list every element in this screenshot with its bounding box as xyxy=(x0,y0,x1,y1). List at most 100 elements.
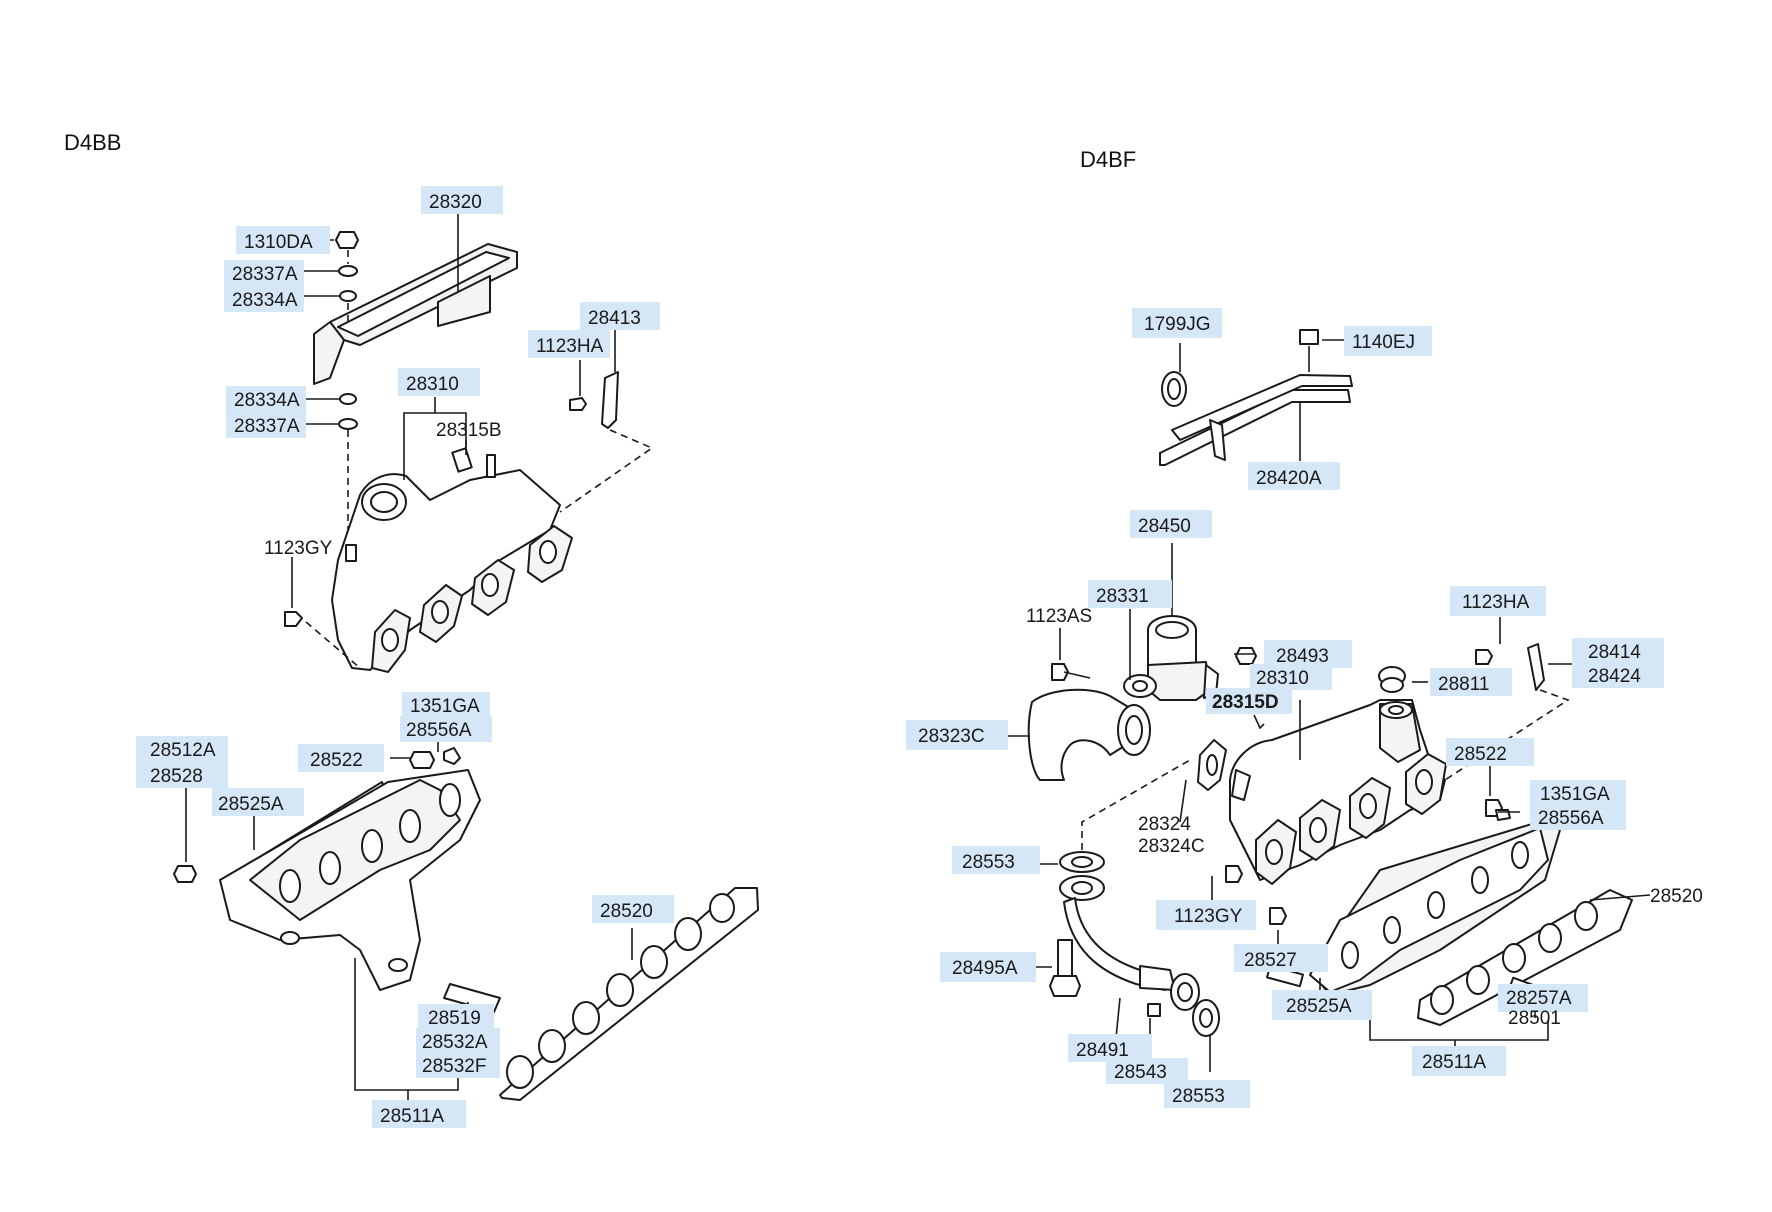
part-label-28310-right[interactable]: 28310 xyxy=(1256,668,1309,689)
label-bg xyxy=(1250,664,1332,690)
label-bg xyxy=(952,846,1040,874)
part-label-28525A[interactable]: 28525A xyxy=(218,794,284,815)
part-label-28522[interactable]: 28522 xyxy=(310,750,363,771)
part-label-28543[interactable]: 28543 xyxy=(1114,1062,1167,1083)
label-bg xyxy=(224,260,304,286)
part-label-28331[interactable]: 28331 xyxy=(1096,586,1149,607)
part-label-28511A-left[interactable]: 28511A xyxy=(380,1106,444,1127)
part-label-28450[interactable]: 28450 xyxy=(1138,516,1191,537)
d4bf-egr-pipe-elbow xyxy=(1027,663,1157,781)
part-label-28528[interactable]: 28528 xyxy=(150,766,203,787)
part-label-28501[interactable]: 28501 xyxy=(1508,1008,1561,1029)
d4bb-exhaust-gasket xyxy=(499,887,759,1101)
label-bg xyxy=(226,412,306,438)
label-bg xyxy=(906,720,1008,750)
part-label-1123HA[interactable]: 1123HA xyxy=(536,336,604,357)
d4bb-exhaust-manifold xyxy=(173,747,501,1013)
part-label-28424[interactable]: 28424 xyxy=(1588,666,1641,687)
part-label-28334A-upper[interactable]: 28334A xyxy=(232,290,298,311)
label-bg xyxy=(1530,780,1626,806)
part-label-1799JG[interactable]: 1799JG xyxy=(1144,314,1211,335)
label-bg xyxy=(1344,326,1432,356)
label-bg xyxy=(136,736,228,762)
label-bg xyxy=(1248,462,1340,490)
part-label-1140EJ[interactable]: 1140EJ xyxy=(1352,332,1415,353)
part-label-28525A-right[interactable]: 28525A xyxy=(1286,996,1352,1017)
label-bg xyxy=(528,330,610,358)
label-bg xyxy=(592,895,674,923)
label-bg xyxy=(372,1100,466,1128)
label-bg xyxy=(1156,900,1256,930)
part-label-28320[interactable]: 28320 xyxy=(429,192,482,213)
part-label-28413[interactable]: 28413 xyxy=(588,308,641,329)
part-label-28532F[interactable]: 28532F xyxy=(422,1056,486,1077)
label-bg xyxy=(224,286,304,312)
part-label-28324C[interactable]: 28324C xyxy=(1138,836,1205,857)
label-bg xyxy=(1132,308,1222,338)
label-bg xyxy=(402,692,490,718)
part-label-28527[interactable]: 28527 xyxy=(1244,950,1297,971)
part-label-28556A[interactable]: 28556A xyxy=(406,720,472,741)
part-label-1351GA-right[interactable]: 1351GA xyxy=(1540,784,1610,805)
label-bg xyxy=(1572,638,1664,664)
part-label-28522-right[interactable]: 28522 xyxy=(1454,744,1507,765)
part-label-28520-right[interactable]: 28520 xyxy=(1650,886,1703,907)
part-label-28315D[interactable]: 28315D xyxy=(1212,692,1279,713)
label-bg xyxy=(136,762,228,788)
label-bg xyxy=(421,186,503,214)
d4bf-egr-pipe xyxy=(1049,759,1220,1037)
part-label-1351GA[interactable]: 1351GA xyxy=(410,696,480,717)
part-label-28337A-upper[interactable]: 28337A xyxy=(232,264,298,285)
label-bg xyxy=(1530,804,1626,830)
label-bg xyxy=(416,1028,500,1054)
part-label-28553-upper[interactable]: 28553 xyxy=(962,852,1015,873)
part-label-28556A-right[interactable]: 28556A xyxy=(1538,808,1604,829)
part-label-28519[interactable]: 28519 xyxy=(428,1008,481,1029)
label-bg xyxy=(298,744,384,772)
part-label-28310[interactable]: 28310 xyxy=(406,374,459,395)
label-bg xyxy=(1412,1046,1506,1076)
part-label-28337A-lower[interactable]: 28337A xyxy=(234,416,300,437)
label-bg xyxy=(1130,510,1212,538)
part-label-28811[interactable]: 28811 xyxy=(1438,674,1489,695)
label-bg xyxy=(212,788,304,816)
label-bg xyxy=(398,368,480,396)
d4bb-heat-shield xyxy=(313,243,518,385)
part-label-28414[interactable]: 28414 xyxy=(1588,642,1641,663)
label-bg xyxy=(416,1052,500,1078)
label-bg xyxy=(1206,688,1292,714)
part-label-28520[interactable]: 28520 xyxy=(600,901,653,922)
label-bg xyxy=(400,716,492,742)
label-bg xyxy=(1498,984,1588,1012)
part-label-28257A[interactable]: 28257A xyxy=(1506,988,1572,1009)
d4bb-intake-manifold xyxy=(331,447,573,673)
part-label-28315B[interactable]: 28315B xyxy=(436,420,502,441)
part-label-28493[interactable]: 28493 xyxy=(1276,646,1329,667)
label-bg xyxy=(226,386,306,412)
d4bf-egr-valve xyxy=(1147,615,1219,701)
part-label-28512A[interactable]: 28512A xyxy=(150,740,216,761)
part-label-28495A[interactable]: 28495A xyxy=(952,958,1018,979)
label-bg xyxy=(1272,990,1372,1020)
part-label-28334A-lower[interactable]: 28334A xyxy=(234,390,300,411)
section-title-d4bb: D4BB xyxy=(64,130,121,155)
part-label-1123GY-right[interactable]: 1123GY xyxy=(1174,906,1243,927)
d4bf-small-gasket xyxy=(1197,739,1227,791)
label-bg xyxy=(1164,1080,1250,1108)
label-bg xyxy=(1088,580,1172,608)
part-label-28553-lower[interactable]: 28553 xyxy=(1172,1086,1225,1107)
part-label-28511A-right[interactable]: 28511A xyxy=(1422,1052,1486,1073)
label-bg xyxy=(236,226,330,254)
part-label-28323C[interactable]: 28323C xyxy=(918,726,985,747)
part-label-1123AS[interactable]: 1123AS xyxy=(1026,606,1092,627)
part-label-1310DA[interactable]: 1310DA xyxy=(244,232,313,253)
label-bg xyxy=(940,952,1036,982)
part-label-28532A[interactable]: 28532A xyxy=(422,1032,488,1053)
part-label-1123HA-right[interactable]: 1123HA xyxy=(1462,592,1530,613)
label-bg xyxy=(1450,586,1546,616)
part-label-1123GY[interactable]: 1123GY xyxy=(264,538,333,559)
part-label-28491[interactable]: 28491 xyxy=(1076,1040,1129,1061)
part-label-28420A[interactable]: 28420A xyxy=(1256,468,1322,489)
part-label-28324[interactable]: 28324 xyxy=(1138,814,1191,835)
